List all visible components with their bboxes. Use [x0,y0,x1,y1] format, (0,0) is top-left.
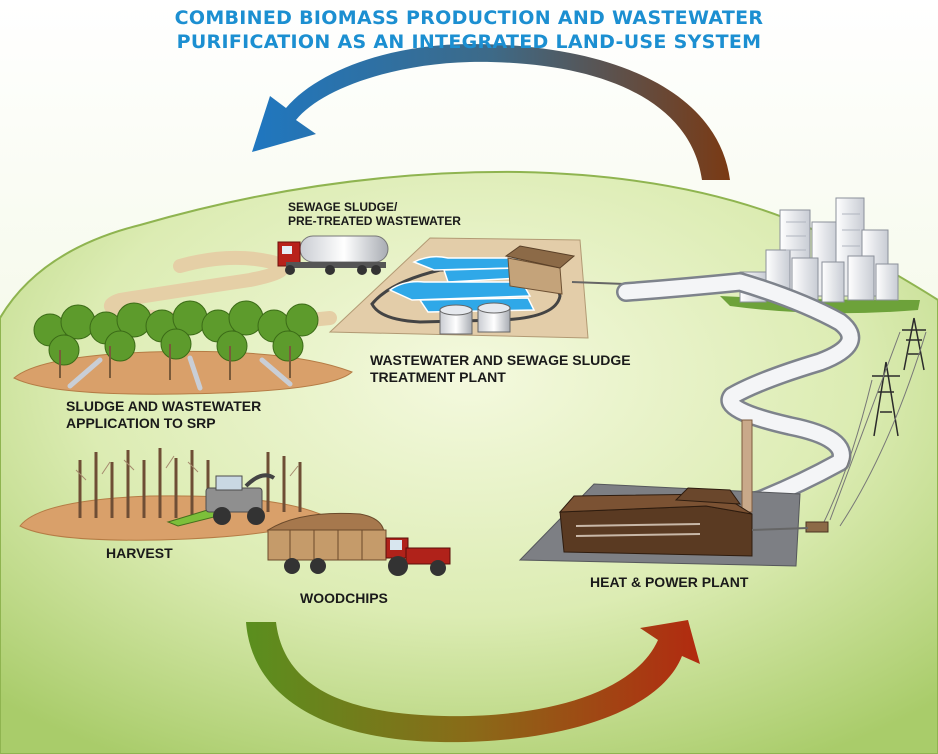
treatment-plant [328,237,626,339]
top-cycle-arrow [252,44,730,180]
tanker-truck [277,235,389,275]
title-line-2: PURIFICATION AS AN INTEGRATED LAND-USE S… [176,31,762,53]
label-heat-power-plant: HEAT & POWER PLANT [590,574,749,590]
label-sewage-line-2: PRE-TREATED WASTEWATER [288,214,461,228]
label-application-line-1: SLUDGE AND WASTEWATER [66,398,262,414]
label-sludge-application: SLUDGE AND WASTEWATER APPLICATION TO SRP [66,398,261,432]
pipeline [618,274,858,528]
srp-plantation [13,300,353,395]
label-treatment-line-1: WASTEWATER AND SEWAGE SLUDGE [370,352,631,368]
title-line-1: COMBINED BIOMASS PRODUCTION AND WASTEWAT… [174,7,764,29]
label-treatment-plant: WASTEWATER AND SEWAGE SLUDGE TREATMENT P… [370,352,631,386]
woodchip-trailer [266,512,451,576]
harvester-machine [166,473,276,527]
label-sewage-line-1: SEWAGE SLUDGE/ [288,200,398,214]
diagram-title: COMBINED BIOMASS PRODUCTION AND WASTEWAT… [0,6,938,54]
label-harvest: HARVEST [106,545,173,561]
bottom-cycle-arrow [246,620,700,743]
label-sewage-sludge: SEWAGE SLUDGE/ PRE-TREATED WASTEWATER [288,200,461,228]
label-application-line-2: APPLICATION TO SRP [66,415,216,431]
label-woodchips: WOODCHIPS [300,590,388,606]
label-treatment-line-2: TREATMENT PLANT [370,369,506,385]
power-pylons [821,317,927,527]
heat-power-plant [518,419,829,567]
